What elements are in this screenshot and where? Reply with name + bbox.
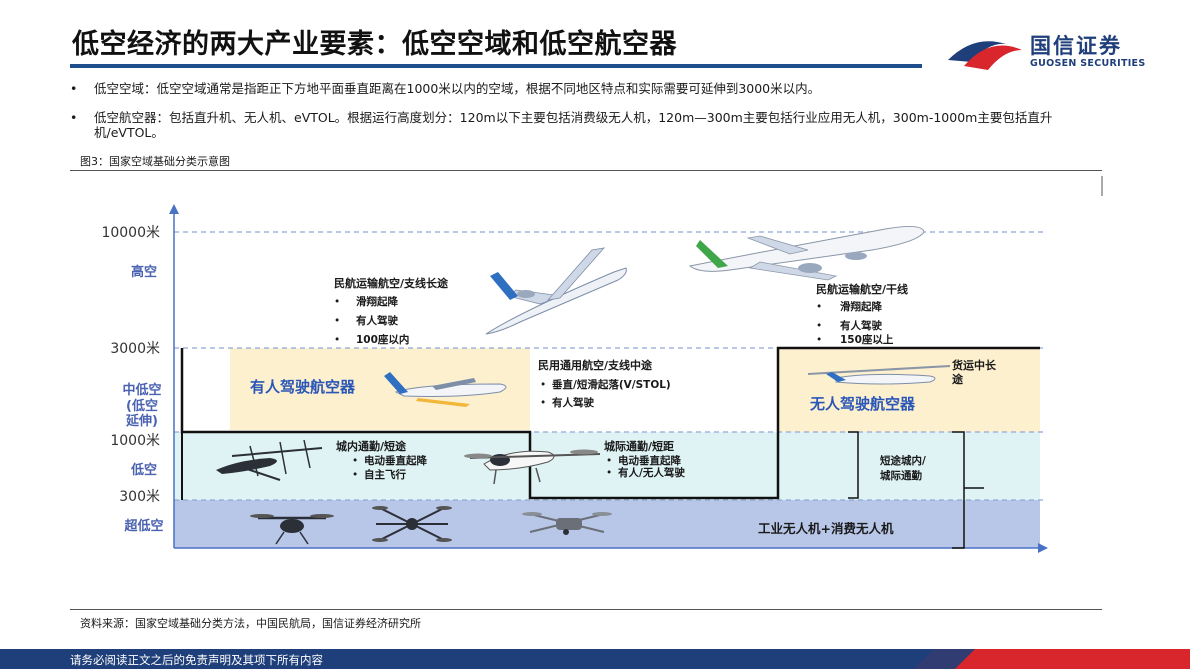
bullet-marker: •: [70, 81, 78, 96]
civil-regional-item: •: [334, 296, 340, 308]
short-route-label: 城际通勤: [880, 469, 922, 482]
cargo-drone-icon: [807, 365, 951, 385]
altitude-1000: 1000米: [110, 433, 160, 449]
industrial-drone-icon: [250, 514, 334, 545]
x-axis-arrow: [1038, 543, 1048, 553]
general-aviation-item: 垂直/短滑起落(V/STOL): [552, 378, 671, 391]
civil-trunk-title: 民航运输航空/干线: [816, 282, 908, 296]
general-aviation-item: •: [540, 379, 546, 391]
ultra-low-label: 工业无人机+消费无人机: [758, 521, 894, 536]
cargo-label: 途: [952, 372, 964, 386]
hexacopter-drone-icon: [372, 506, 452, 542]
altitude-3000: 3000米: [110, 341, 160, 357]
logo-text-en: GUOSEN SECURITIES: [1030, 58, 1146, 69]
zone-mid-low-3: 延伸): [125, 413, 158, 429]
zone-mid-low-2: (低空: [126, 398, 158, 414]
zone-ultra-low: 超低空: [124, 518, 163, 534]
urban-item: 电动垂直起降: [364, 454, 427, 467]
urban-title: 城内通勤/短途: [336, 439, 407, 453]
manned-aircraft-label: 有人驾驶航空器: [250, 378, 356, 396]
figure-bottom-rule: [70, 609, 1102, 610]
civil-regional-item: •: [334, 334, 340, 346]
intercity-item: 有人/无人驾驶: [618, 466, 685, 479]
intercity-item: •: [606, 455, 612, 467]
altitude-300: 300米: [119, 489, 160, 505]
all-uav-bracket: [952, 431, 965, 549]
footer-bar: [0, 649, 1190, 669]
civil-trunk-item: 滑翔起降: [840, 300, 882, 313]
y-axis-arrow: [169, 204, 179, 214]
urban-item: •: [352, 455, 358, 467]
civil-regional-item: 有人驾驶: [356, 314, 398, 327]
short-route-label: 短途城内/: [880, 454, 926, 467]
evtol-urban-icon: [216, 439, 323, 481]
footer-accent: [915, 649, 1190, 669]
figure-caption: 图3：国家空域基础分类示意图: [80, 155, 230, 168]
civil-trunk-item: 150座以上: [840, 333, 894, 346]
zone-high: 高空: [131, 264, 157, 280]
civil-regional-item: 滑翔起降: [356, 295, 398, 308]
intercity-item: 电动垂直起降: [618, 454, 681, 467]
title-underline: [70, 64, 922, 68]
altitude-10000: 10000米: [101, 225, 160, 241]
footer-disclaimer: 请务必阅读正文之后的免责声明及其项下所有内容: [70, 653, 323, 667]
turboprop-icon: [384, 372, 507, 407]
civil-trunk-item: 有人驾驶: [840, 319, 882, 332]
evtol-intercity-icon: [464, 449, 601, 485]
figure-source: 资料来源：国家空域基础分类方法，中国民航局，国信证券经济研究所: [80, 617, 421, 630]
civil-regional-item: •: [334, 315, 340, 327]
ultra-low-zone: [174, 500, 1040, 548]
page-title: 低空经济的两大产业要素：低空空域和低空航空器: [72, 29, 677, 60]
urban-item: 自主飞行: [364, 468, 406, 481]
general-aviation-item: •: [540, 397, 546, 409]
bullet-text: 低空航空器：包括直升机、无人机、eVTOL。根据运行高度划分：120m以下主要包…: [94, 110, 1053, 140]
urban-item: •: [352, 469, 358, 481]
cargo-label: 货运中长: [951, 358, 997, 372]
unmanned-aircraft-label: 无人驾驶航空器: [809, 395, 916, 413]
guosen-logo-icon: [948, 41, 1022, 70]
figure-top-rule: [70, 170, 1102, 171]
civil-trunk-item: •: [816, 301, 822, 313]
unmanned-zone: [778, 348, 1040, 432]
intercity-title: 城际通勤/短距: [604, 439, 674, 453]
intercity-item: •: [606, 467, 612, 479]
zone-mid-low-1: 中低空: [122, 382, 161, 398]
bullet-marker: •: [70, 110, 78, 125]
short-route-bracket: [848, 431, 859, 499]
civil-trunk-item: •: [816, 334, 822, 346]
general-aviation-title: 民用通用航空/支线中途: [538, 358, 653, 372]
civil-regional-title: 民航运输航空/支线长途: [334, 276, 449, 290]
logo-text-cn: 国信证券: [1030, 34, 1122, 58]
low-zone: [174, 432, 1040, 500]
general-aviation-item: 有人驾驶: [552, 396, 594, 409]
consumer-drone-icon: [522, 512, 612, 535]
bullet-text: 低空空域：低空空域通常是指距正下方地平面垂直距离在1000米以内的空域，根据不同…: [94, 81, 821, 96]
zone-low: 低空: [130, 462, 157, 478]
civil-regional-item: 100座以内: [356, 333, 409, 346]
trunk-jet-icon: [688, 226, 925, 281]
regional-jet-icon: [485, 247, 627, 335]
civil-trunk-item: •: [816, 320, 822, 332]
